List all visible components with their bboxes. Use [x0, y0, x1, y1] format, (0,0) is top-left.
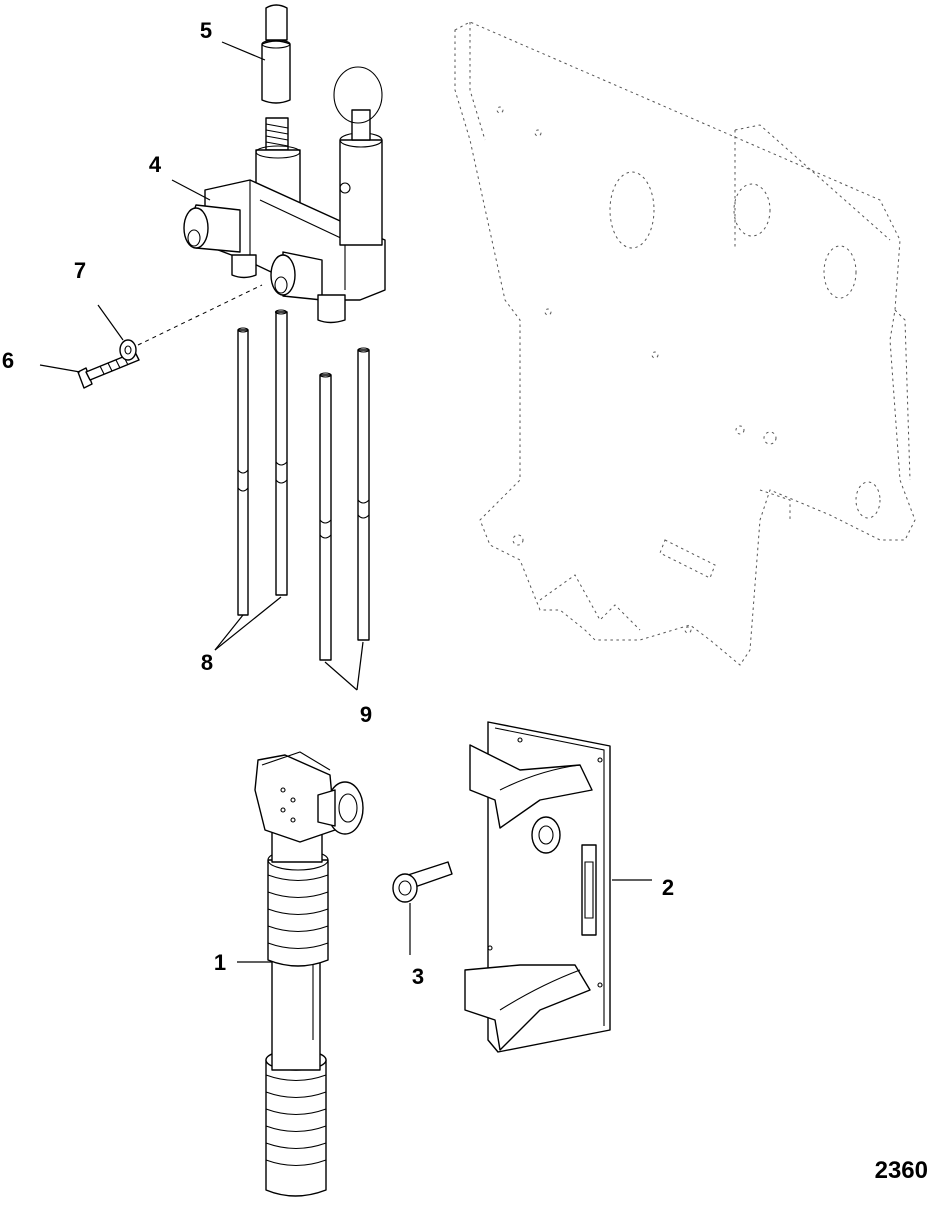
callout-9: 9 — [360, 702, 372, 727]
part-8-tubes — [237, 309, 288, 616]
callout-labels: 5 4 7 6 8 9 1 2 3 — [2, 18, 674, 989]
leader-8b — [214, 596, 282, 651]
callout-1: 1 — [214, 950, 226, 975]
part-4-valve-body — [183, 66, 386, 324]
part-7-washer — [119, 339, 137, 361]
leader-lines — [39, 41, 652, 963]
figure-number: 2360 — [875, 1157, 928, 1184]
leader-4 — [171, 179, 211, 201]
leader-8a — [214, 614, 244, 651]
callout-4: 4 — [149, 152, 162, 177]
part-9-tubes — [319, 347, 370, 661]
part-2-bracket — [464, 721, 611, 1053]
callout-5: 5 — [200, 18, 212, 43]
leader-6 — [39, 364, 81, 373]
callout-8: 8 — [201, 650, 213, 675]
callout-7: 7 — [74, 258, 86, 283]
part-1-shaft-assembly — [254, 751, 364, 1197]
leader-5 — [221, 41, 266, 61]
leader-7 — [97, 304, 124, 341]
leader-9a — [324, 661, 358, 691]
assembly-path-line — [137, 284, 263, 346]
background-mounting-plate-ghost — [454, 21, 916, 666]
callout-3: 3 — [412, 964, 424, 989]
callout-6: 6 — [2, 348, 14, 373]
leader-9b — [356, 641, 364, 691]
part-3-bolt — [392, 861, 453, 903]
part-5-plunger-cap — [261, 4, 291, 104]
callout-2: 2 — [662, 875, 674, 900]
